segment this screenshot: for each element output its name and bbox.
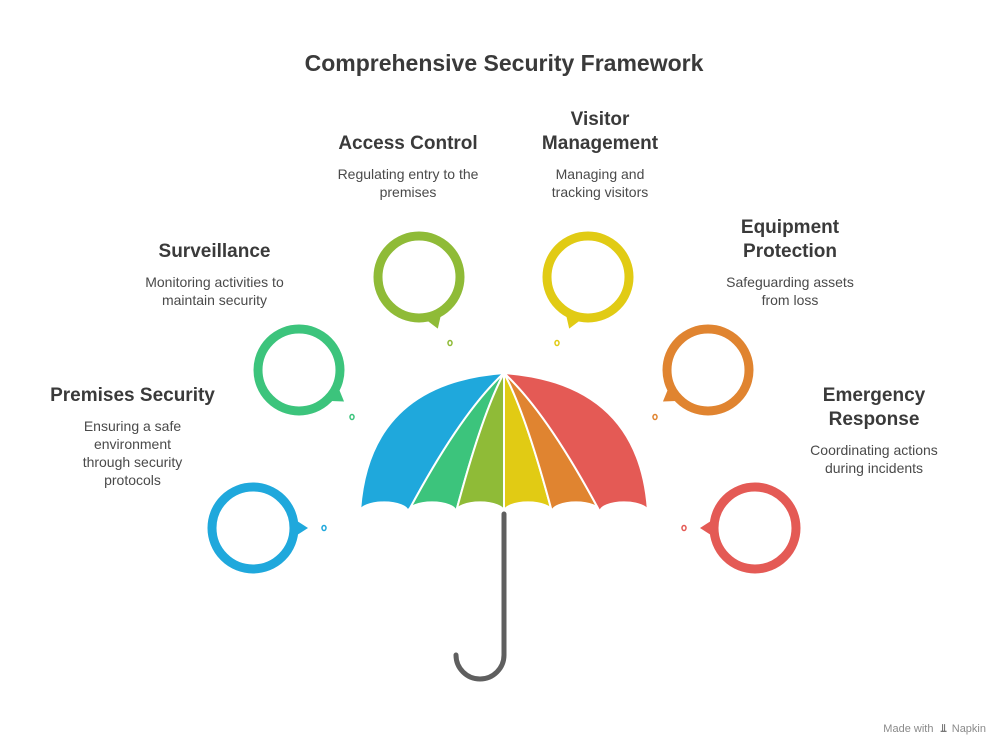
heading-surveillance: Surveillance — [158, 241, 271, 262]
bubble-dot-5 — [652, 413, 658, 421]
bubble-ring-6 — [709, 482, 801, 574]
bubble-dot-1 — [321, 524, 327, 532]
bubble-ring-4 — [542, 231, 634, 323]
umbrella-canopy — [359, 371, 649, 513]
desc-access-control: Regulating entry to the premises — [337, 166, 479, 200]
footer-prefix: Made with — [883, 723, 934, 735]
heading-equipment-protection: Equipment Protection — [740, 217, 840, 262]
bubble-ring-3 — [373, 231, 465, 323]
desc-emergency-response: Coordinating actions during incidents — [810, 442, 938, 476]
heading-premises-security: Premises Security — [50, 385, 215, 406]
bubble-tail-2 — [327, 386, 345, 402]
bubble-dot-4 — [554, 339, 560, 347]
bubble-ring-5 — [662, 324, 754, 416]
bubble-tail-6 — [700, 519, 714, 537]
footer-watermark: Made with ⫫ Napkin — [883, 723, 986, 736]
label-access-control: Access Control Regulating entry to the p… — [318, 132, 498, 201]
label-visitor-management: Visitor Management Managing and tracking… — [518, 108, 682, 201]
bubble-tail-4 — [565, 312, 583, 329]
bubble-group — [207, 231, 801, 574]
bubble-dot-3 — [447, 339, 453, 347]
bubble-tail-5 — [662, 386, 680, 402]
canopy-panel-6 — [501, 371, 649, 513]
label-surveillance: Surveillance Monitoring activities to ma… — [122, 240, 307, 309]
desc-equipment-protection: Safeguarding assets from loss — [726, 274, 854, 308]
label-premises-security: Premises Security Ensuring a safe enviro… — [30, 384, 235, 489]
bubble-dot-6 — [681, 524, 687, 532]
umbrella-handle — [453, 511, 507, 682]
bubble-ring-1 — [207, 482, 299, 574]
heading-emergency-response: Emergency Response — [822, 385, 926, 430]
heading-visitor-management: Visitor Management — [541, 109, 659, 154]
desc-premises-security: Ensuring a safe environment through secu… — [82, 418, 183, 488]
desc-surveillance: Monitoring activities to maintain securi… — [145, 274, 284, 308]
footer-brand: Napkin — [951, 723, 986, 735]
label-equipment-protection: Equipment Protection Safeguarding assets… — [705, 216, 875, 309]
napkin-logo-icon: ⫫ — [940, 723, 947, 735]
desc-visitor-management: Managing and tracking visitors — [551, 166, 649, 200]
label-emergency-response: Emergency Response Coordinating actions … — [790, 384, 958, 477]
bubble-tail-3 — [424, 312, 442, 329]
bubble-tail-1 — [294, 519, 308, 537]
heading-access-control: Access Control — [338, 133, 478, 154]
bubble-ring-2 — [253, 324, 345, 416]
bubble-dot-2 — [349, 413, 355, 421]
page-title: Comprehensive Security Framework — [304, 50, 704, 76]
